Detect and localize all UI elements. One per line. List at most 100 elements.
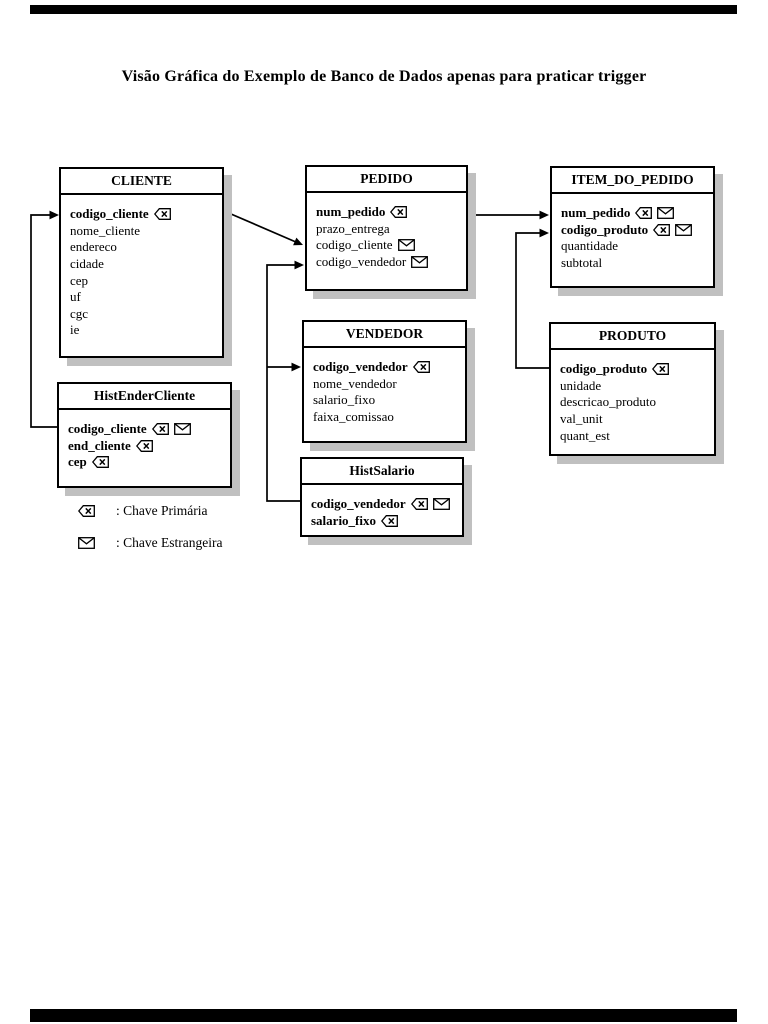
relation-produto-item-line (515, 232, 549, 369)
primary-key-icon (153, 208, 171, 221)
arrowhead-cliente (49, 210, 59, 220)
field-num_pedido: num_pedido (561, 205, 707, 222)
page-bottom-bar (30, 1009, 737, 1022)
field-subtotal: subtotal (561, 255, 707, 272)
field-label: cep (68, 454, 87, 470)
field-val_unit: val_unit (560, 411, 708, 428)
legend: : Chave Primária : Chave Estrangeira (78, 503, 222, 567)
field-label: codigo_cliente (70, 206, 149, 222)
field-uf: uf (70, 289, 216, 306)
primary-key-icon (390, 206, 408, 219)
foreign-key-icon (173, 423, 191, 436)
field-end_cliente: end_cliente (68, 438, 224, 455)
field-nome_cliente: nome_cliente (70, 223, 216, 240)
field-label: quantidade (561, 238, 619, 254)
field-label: unidade (560, 377, 602, 393)
field-label: cgc (70, 305, 89, 321)
field-label: codigo_produto (561, 221, 649, 237)
page-top-bar (30, 5, 737, 14)
field-quantidade: quantidade (561, 238, 707, 255)
table-histendercliente-title: HistEnderCliente (59, 384, 230, 410)
field-codigo_cliente: codigo_cliente (68, 421, 224, 438)
field-label: codigo_cliente (316, 237, 393, 253)
table-cliente-title: CLIENTE (61, 169, 222, 195)
table-pedido-title: PEDIDO (307, 167, 466, 193)
relation-cliente-pedido-line (223, 210, 296, 243)
legend-item-foreign-key: : Chave Estrangeira (78, 535, 222, 551)
primary-key-icon (151, 423, 169, 436)
field-label: salario_fixo (311, 512, 376, 528)
primary-key-icon (91, 456, 109, 469)
field-codigo_vendedor: codigo_vendedor (316, 254, 460, 271)
field-endereco: endereco (70, 239, 216, 256)
field-label: ie (70, 322, 80, 338)
field-codigo_cliente: codigo_cliente (70, 206, 216, 223)
arrowhead-pedido-codigo-cliente (293, 237, 303, 246)
field-label: cidade (70, 256, 104, 272)
field-faixa_comissao: faixa_comissao (313, 409, 459, 426)
table-histsalario-title: HistSalario (302, 459, 462, 485)
field-label: cep (70, 272, 89, 288)
field-label: subtotal (561, 255, 603, 271)
legend-item-primary-key: : Chave Primária (78, 503, 222, 519)
arrowhead-vendedor-codigo-vendedor (291, 362, 301, 372)
field-quant_est: quant_est (560, 427, 708, 444)
arrowhead-item-codigo-produto (539, 228, 549, 238)
foreign-key-icon (675, 223, 693, 236)
primary-key-icon (635, 207, 653, 220)
field-salario_fixo: salario_fixo (313, 392, 459, 409)
primary-key-icon (78, 505, 96, 517)
field-cep: cep (70, 272, 216, 289)
field-label: num_pedido (561, 205, 631, 221)
field-label: uf (70, 289, 81, 305)
field-label: codigo_vendedor (316, 254, 407, 270)
primary-key-icon (652, 363, 670, 376)
field-label: codigo_produto (560, 361, 648, 377)
primary-key-icon (412, 361, 430, 374)
primary-key-icon (135, 439, 153, 452)
foreign-key-icon (397, 239, 415, 252)
field-ie: ie (70, 322, 216, 339)
field-label: codigo_cliente (68, 421, 147, 437)
arrowhead-item-num-pedido (539, 210, 549, 220)
field-label: nome_cliente (70, 222, 141, 238)
field-cep: cep (68, 454, 224, 471)
field-label: descricao_produto (560, 394, 657, 410)
field-cidade: cidade (70, 256, 216, 273)
arrowhead-pedido-codigo-vendedor (294, 260, 304, 270)
field-label: nome_vendedor (313, 375, 397, 391)
field-unidade: unidade (560, 378, 708, 395)
foreign-key-icon (78, 537, 96, 549)
field-codigo_vendedor: codigo_vendedor (311, 496, 456, 513)
field-label: salario_fixo (313, 392, 376, 408)
field-label: quant_est (560, 427, 610, 443)
field-label: prazo_entrega (316, 220, 390, 236)
page-title: Visão Gráfica do Exemplo de Banco de Dad… (121, 68, 647, 85)
field-codigo_vendedor: codigo_vendedor (313, 359, 459, 376)
field-label: end_cliente (68, 437, 131, 453)
field-label: codigo_vendedor (313, 359, 408, 375)
relation-vendedor-trunk-line (266, 264, 300, 502)
field-label: faixa_comissao (313, 409, 394, 425)
table-vendedor-title: VENDEDOR (304, 322, 465, 348)
field-num_pedido: num_pedido (316, 204, 460, 221)
primary-key-icon (410, 498, 428, 511)
field-descricao_produto: descricao_produto (560, 394, 708, 411)
field-label: endereco (70, 239, 117, 255)
primary-key-icon (653, 223, 671, 236)
field-codigo_produto: codigo_produto (561, 222, 707, 239)
table-produto-title: PRODUTO (551, 324, 714, 350)
field-codigo_produto: codigo_produto (560, 361, 708, 378)
